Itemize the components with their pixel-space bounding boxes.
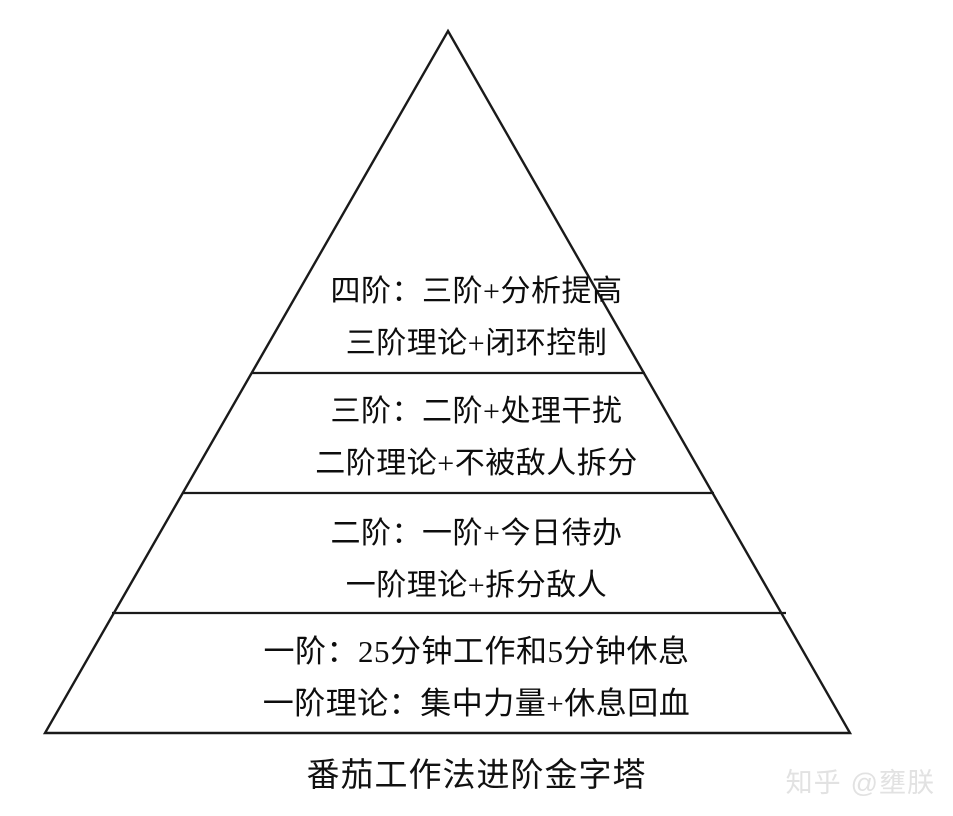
pyramid-level-4-line-1: 四阶：三阶+分析提高 [330, 275, 623, 308]
pyramid-level-2-line-2: 一阶理论+拆分敌人 [345, 569, 608, 602]
pyramid-outline [42, 28, 853, 735]
pyramid-level-4: 四阶：三阶+分析提高 三阶理论+闭环控制 [0, 266, 953, 370]
pyramid-level-1: 一阶：25分钟工作和5分钟休息 一阶理论：集中力量+休息回血 [0, 626, 953, 730]
pyramid-level-3: 三阶：二阶+处理干扰 二阶理论+不被敌人拆分 [0, 386, 953, 490]
diagram-caption: 番茄工作法进阶金字塔 [306, 758, 647, 794]
pyramid-level-3-line-1: 三阶：二阶+处理干扰 [330, 395, 623, 428]
pyramid-level-2-line-1: 二阶：一阶+今日待办 [330, 517, 623, 550]
pyramid-level-1-line-2: 一阶理论：集中力量+休息回血 [262, 686, 691, 721]
zhihu-watermark: 知乎 @壅朕 [786, 761, 935, 800]
zhihu-watermark-username: @壅朕 [850, 768, 935, 798]
pyramid-level-2: 二阶：一阶+今日待办 一阶理论+拆分敌人 [0, 508, 953, 612]
pyramid-level-1-line-1: 一阶：25分钟工作和5分钟休息 [263, 634, 690, 669]
pyramid-level-3-line-2: 二阶理论+不被敌人拆分 [315, 447, 638, 480]
zhihu-logo-text: 知乎 [785, 768, 842, 798]
pyramid-level-4-line-2: 三阶理论+闭环控制 [345, 327, 608, 360]
